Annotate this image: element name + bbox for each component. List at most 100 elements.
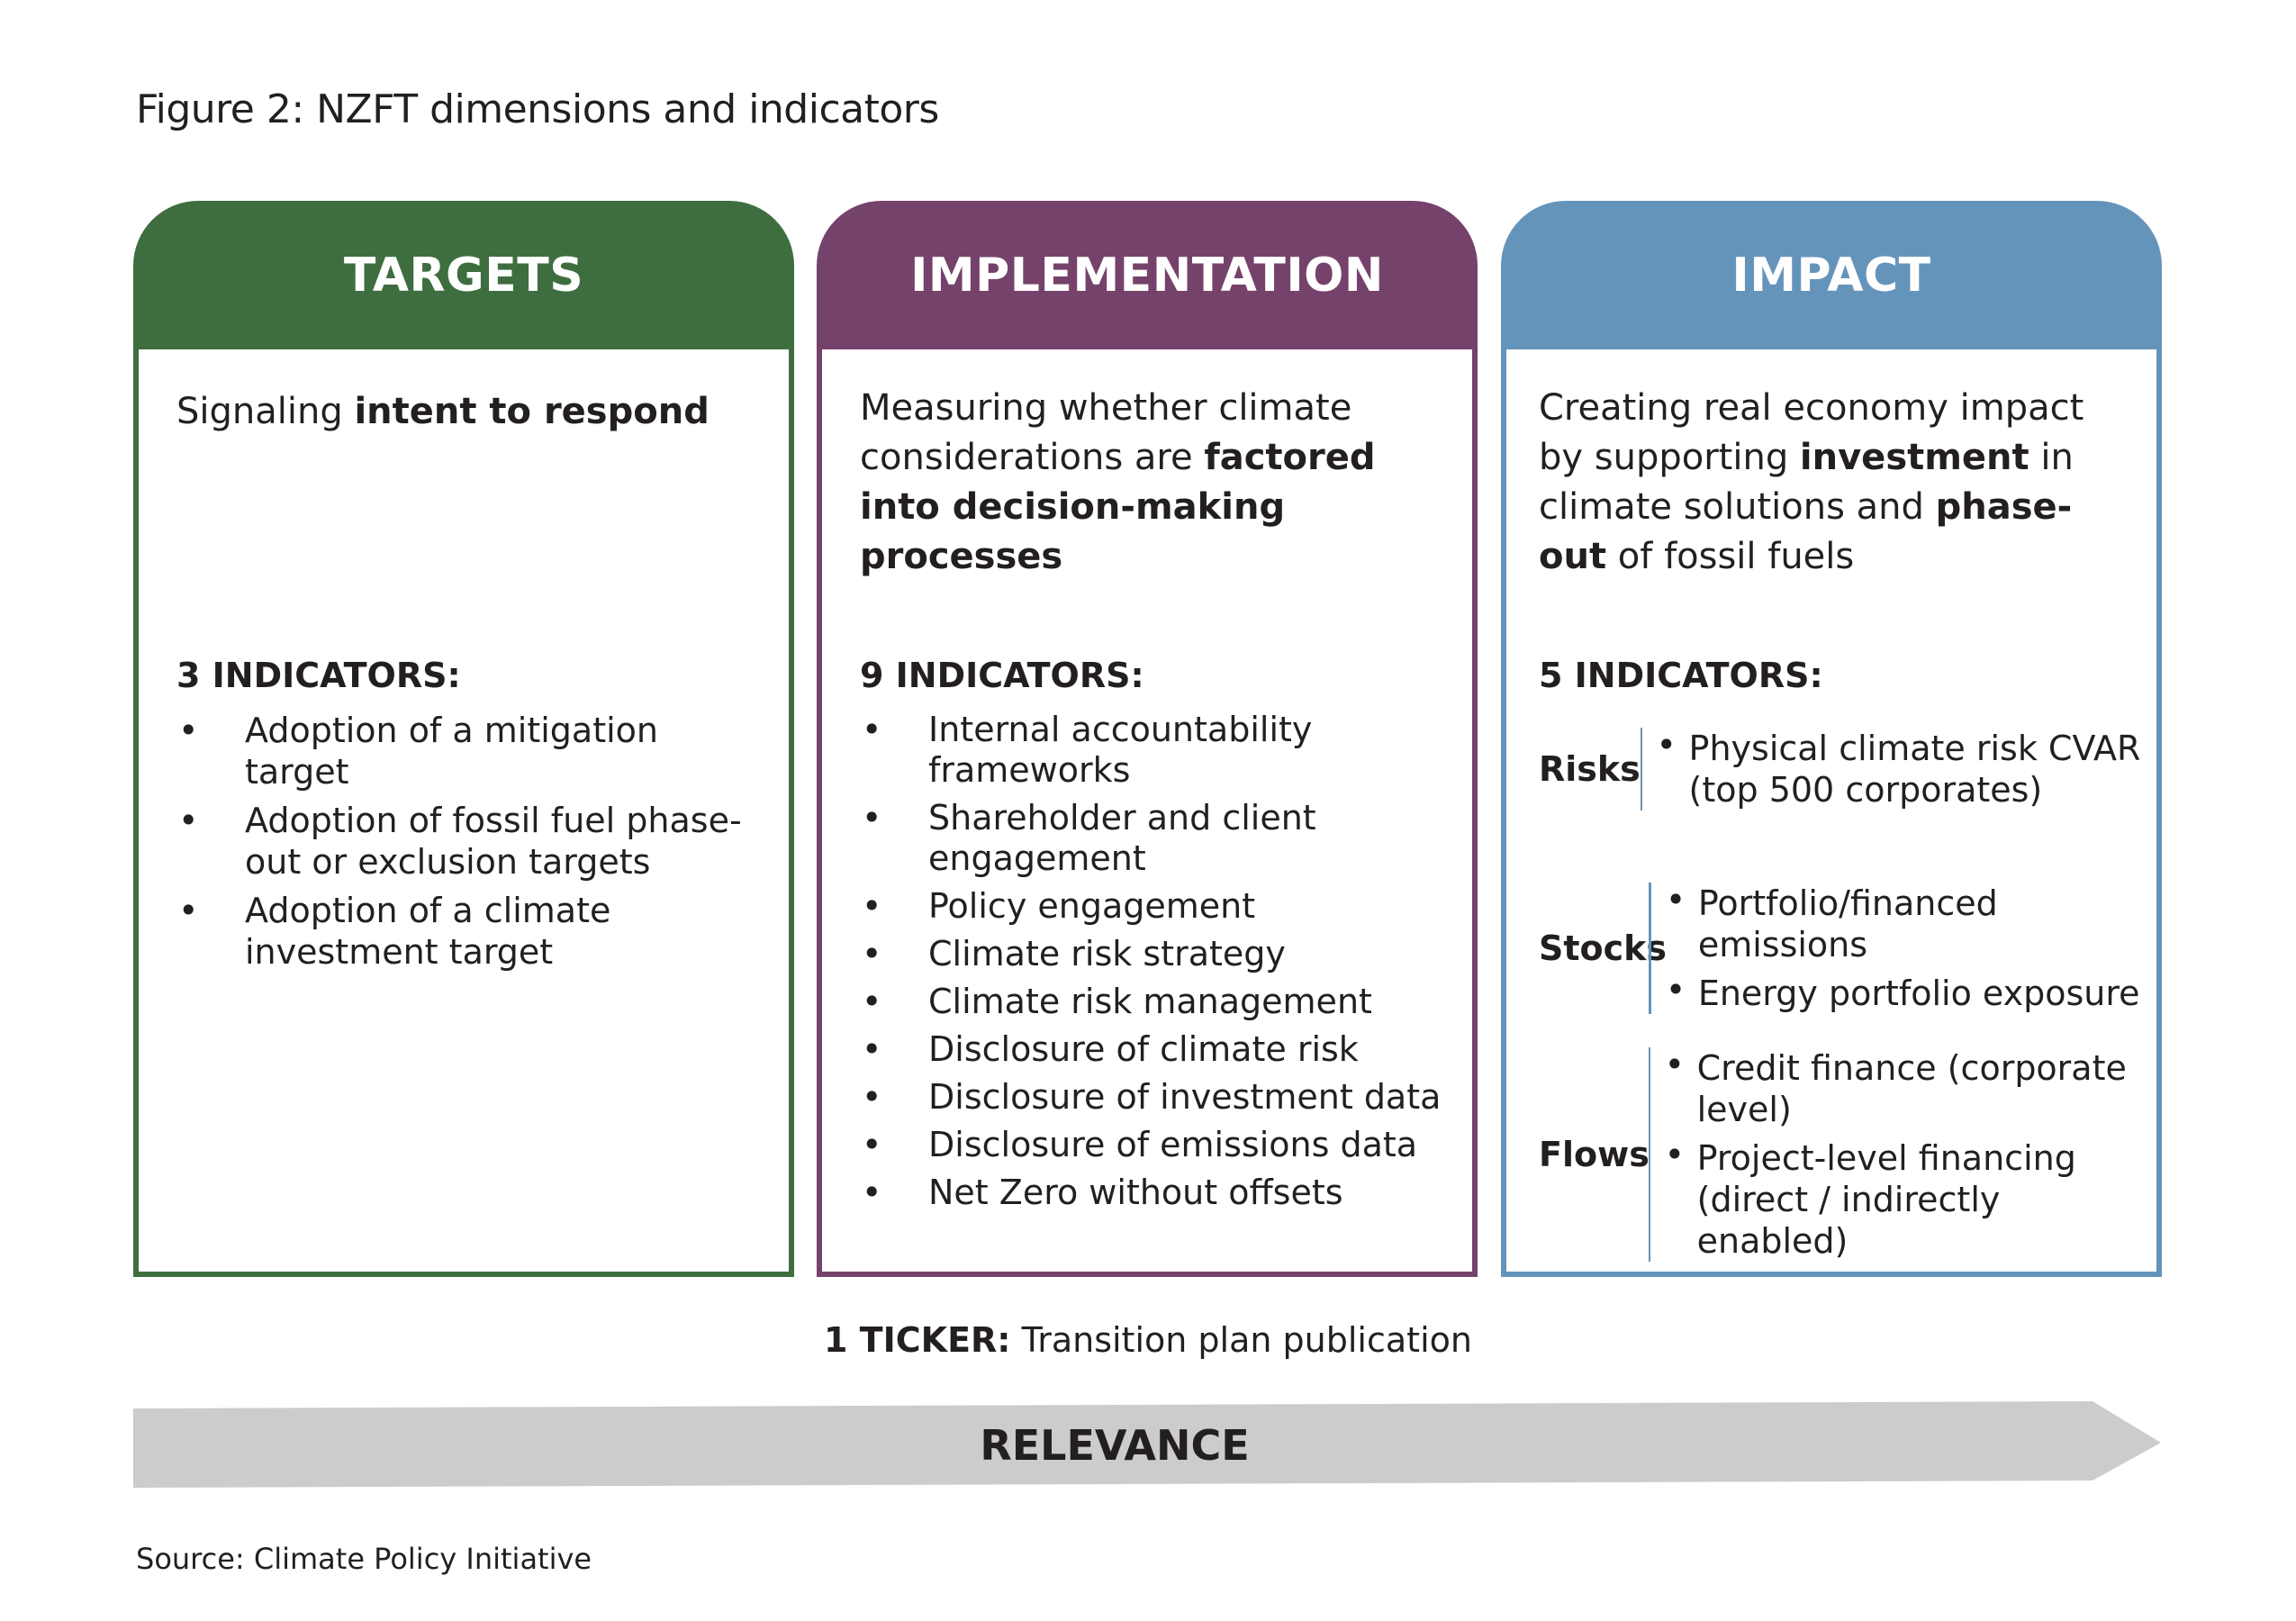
targets-indicator-list: • Adoption of a mitigation target • Adopti… [176,710,771,980]
list-item: • Portfolio/financed emissions [1666,880,2147,965]
indicator-text: Shareholder and client engagement [928,798,1316,878]
indicator-text: Project-level financing (direct / indire… [1696,1138,2076,1261]
indicator-text: Climate risk strategy [928,934,1286,974]
list-item: • Climate risk strategy [860,934,1454,974]
bullet-icon: • [178,891,199,930]
impact-intro: Creating real economy impact by supporti… [1539,384,2129,582]
implementation-intro-plain: Measuring whether climate considerations… [860,387,1352,478]
bullet-icon: • [1656,725,1677,765]
bullet-icon: • [862,1029,882,1069]
ticker-text: Transition plan publication [1010,1320,1472,1360]
list-item: • Energy portfolio exposure [1666,970,2147,1014]
targets-header: TARGETS [133,201,794,349]
targets-body: Signaling intent to respond 3 INDICATORS… [133,349,794,1277]
indicator-text: Physical climate risk CVAR (top 500 corp… [1688,729,2141,810]
targets-intro-plain: Signaling [176,391,355,432]
group-item-list: • Portfolio/financed emissions • Energy po… [1666,880,2147,1014]
targets-header-label: TARGETS [343,248,584,303]
bullet-icon: • [178,711,199,750]
indicator-text: Adoption of a climate investment target [245,891,611,972]
relevance-arrow-shape [133,1401,2161,1488]
bullet-icon: • [1665,970,1686,1010]
group-label: Flows [1539,1135,1650,1174]
list-item: • Disclosure of emissions data [860,1125,1454,1165]
indicator-text: Policy engagement [928,886,1256,926]
implementation-body: Measuring whether climate considerations… [817,349,1478,1277]
list-item: • Disclosure of climate risk [860,1029,1454,1070]
bullet-icon: • [862,798,882,838]
targets-column: TARGETS Signaling intent to respond 3 IN… [133,201,794,1277]
impact-indicators-title: 5 INDICATORS: [1539,656,1823,695]
implementation-intro-bold: factored into decision-making processes [860,437,1376,577]
indicator-text: Disclosure of climate risk [928,1029,1359,1069]
list-item: • Policy engagement [860,886,1454,927]
indicator-text: Internal accountability frameworks [928,710,1313,790]
impact-header-label: IMPACT [1731,248,1931,303]
bullet-icon: • [862,1077,882,1117]
group-label: Stocks [1539,928,1668,968]
list-item: • Adoption of fossil fuel phase-out or ex… [176,800,771,883]
group-item-list: • Credit finance (corporate level) • Proje… [1664,1045,2147,1262]
source-note: Source: Climate Policy Initiative [136,1542,592,1576]
indicator-text: Climate risk management [928,982,1372,1021]
implementation-column: IMPLEMENTATION Measuring whether climate… [817,201,1478,1277]
indicator-text: Disclosure of emissions data [928,1125,1418,1164]
impact-intro-bold: investment [1799,437,2029,478]
bullet-icon: • [862,1173,882,1212]
impact-group-flows: Flows • Credit finance (corporate level) … [1539,1045,2147,1262]
list-item: • Adoption of a mitigation target [176,710,771,792]
impact-intro-bold: phase-out [1539,486,2073,577]
implementation-indicators-title: 9 INDICATORS: [860,656,1144,695]
indicator-text: Portfolio/financed emissions [1697,883,1998,964]
indicator-text: Energy portfolio exposure [1697,974,2140,1013]
targets-intro: Signaling intent to respond [176,387,762,437]
impact-column: IMPACT Creating real economy impact by s… [1501,201,2162,1277]
list-item: • Net Zero without offsets [860,1173,1454,1213]
list-item: • Adoption of a climate investment target [176,890,771,973]
ticker-label: 1 TICKER: [824,1320,1011,1360]
implementation-intro: Measuring whether climate considerations… [860,384,1445,582]
impact-intro-part: Creating real economy impact by supporti… [1539,387,2084,478]
figure-title: Figure 2: NZFT dimensions and indicators [136,86,939,132]
bullet-icon: • [862,934,882,974]
group-divider [1649,1047,1650,1262]
list-item: • Disclosure of investment data [860,1077,1454,1118]
group-item-list: • Physical climate risk CVAR (top 500 cor… [1657,725,2147,810]
bullet-icon: • [862,982,882,1021]
targets-intro-bold: intent to respond [354,391,710,432]
group-divider [1649,883,1651,1014]
bullet-icon: • [1664,1045,1686,1084]
implementation-indicator-list: • Internal accountability frameworks • Sha… [860,710,1454,1220]
indicator-text: Net Zero without offsets [928,1173,1343,1212]
relevance-arrow [133,1401,2161,1488]
list-item: • Shareholder and client engagement [860,798,1454,879]
bullet-icon: • [862,1125,882,1164]
list-item: • Climate risk management [860,982,1454,1022]
implementation-header: IMPLEMENTATION [817,201,1478,349]
indicator-text: Disclosure of investment data [928,1077,1442,1117]
relevance-label: RELEVANCE [980,1421,1250,1470]
list-item: • Project-level financing (direct / indir… [1664,1135,2147,1262]
list-item: • Credit finance (corporate level) [1664,1045,2147,1130]
list-item: • Internal accountability frameworks [860,710,1454,791]
bullet-icon: • [1664,1135,1686,1174]
impact-body: Creating real economy impact by supporti… [1501,349,2162,1277]
impact-group-risks: Risks • Physical climate risk CVAR (top 5… [1539,725,2147,810]
group-divider [1640,728,1642,810]
indicator-text: Adoption of a mitigation target [245,711,658,792]
impact-intro-part: in climate solutions and [1539,437,2074,528]
group-label: Risks [1539,749,1641,789]
list-item: • Physical climate risk CVAR (top 500 cor… [1657,725,2147,810]
impact-intro-part: of fossil fuels [1606,536,1855,577]
ticker-line: 1 TICKER: Transition plan publication [0,1320,2296,1360]
indicator-text: Credit finance (corporate level) [1696,1048,2127,1129]
bullet-icon: • [862,710,882,749]
implementation-header-label: IMPLEMENTATION [910,248,1384,303]
impact-header: IMPACT [1501,201,2162,349]
bullet-icon: • [178,801,199,840]
impact-group-stocks: Stocks • Portfolio/financed emissions • En… [1539,880,2147,1014]
indicator-text: Adoption of fossil fuel phase-out or exc… [245,801,742,882]
targets-indicators-title: 3 INDICATORS: [176,656,461,695]
bullet-icon: • [1665,880,1686,919]
bullet-icon: • [862,886,882,926]
